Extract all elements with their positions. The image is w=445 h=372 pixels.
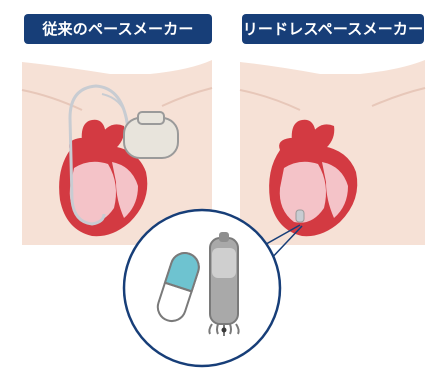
pulse-generator <box>124 112 178 158</box>
magnified-view <box>124 210 280 366</box>
leadless-device-icon <box>209 232 238 336</box>
label-traditional-pacemaker: 従来のペースメーカー <box>24 14 212 44</box>
leadless-pacemaker-illustration <box>240 60 425 245</box>
label-leadless-pacemaker: リードレスペースメーカー <box>242 14 424 44</box>
